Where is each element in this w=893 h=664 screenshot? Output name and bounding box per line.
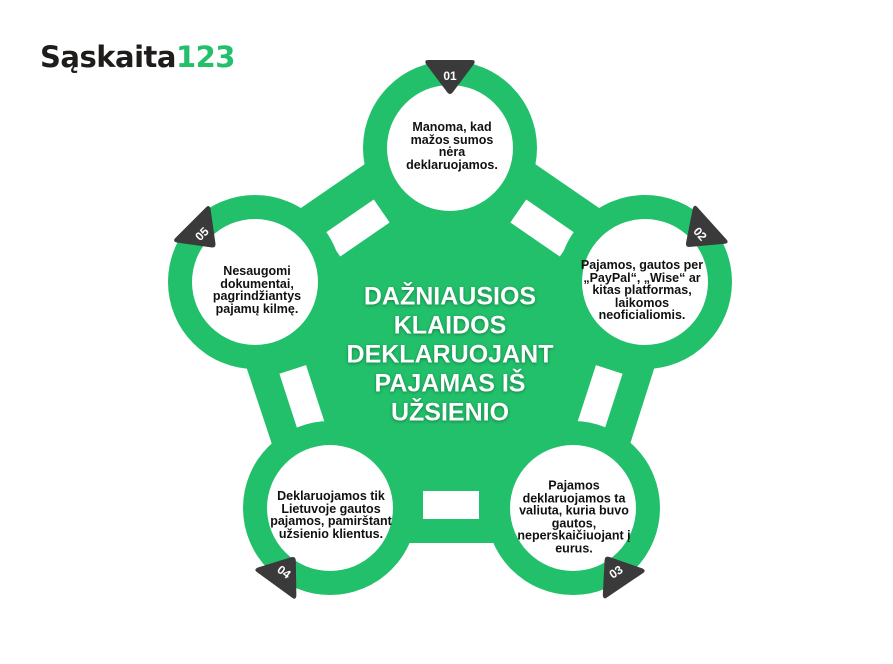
badge-04: 04	[255, 556, 297, 599]
gap-3-4	[423, 491, 479, 519]
step-text-1: Manoma, kad mažos sumos nėra deklaruojam…	[406, 120, 498, 172]
badge-01: 01	[425, 60, 475, 94]
badge-02: 02	[685, 205, 728, 247]
logo-number: 123	[175, 40, 236, 74]
step-circle-4	[267, 445, 393, 571]
step-circle-1	[387, 85, 513, 211]
step-text-2: Pajamos, gautos per „PayPal“, „Wise“ ar …	[580, 257, 704, 322]
diagram-title: DAŽNIAUSIOS KLAIDOS DEKLARUOJANT PAJAMAS…	[346, 282, 554, 427]
step-text-4: Deklaruojamos tik Lietuvoje gautos pajam…	[270, 489, 392, 541]
badge-05: 05	[174, 206, 216, 248]
svg-text:01: 01	[443, 69, 457, 83]
step-text-3: Pajamos deklaruojamos ta valiuta, kuria …	[517, 478, 631, 555]
gap-1-2	[510, 199, 576, 257]
gap-5-1	[324, 199, 390, 257]
gap-2-3	[577, 365, 623, 431]
step-circle-3	[510, 445, 636, 571]
gap-4-5	[279, 365, 325, 431]
badge-03: 03	[602, 556, 645, 599]
step-text-5: Nesaugomi dokumentai, pagrindžiantys paj…	[212, 264, 302, 316]
step-circles	[168, 61, 732, 595]
step-circle-2	[582, 219, 708, 345]
step-circle-5	[192, 219, 318, 345]
edge-gaps	[279, 199, 623, 519]
logo-text: Sąskaita	[40, 40, 176, 74]
brand-logo: Sąskaita123	[40, 40, 236, 74]
